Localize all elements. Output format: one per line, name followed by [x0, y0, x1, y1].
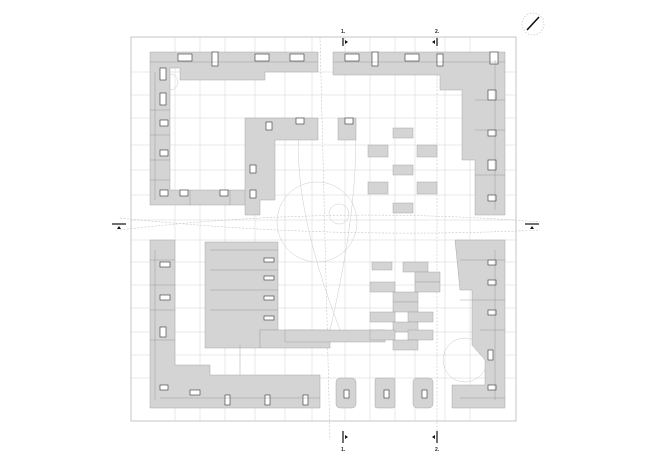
north-arrow-icon: [521, 12, 545, 36]
axis-lines: [119, 36, 541, 441]
site-boundary-frame: [130, 36, 517, 422]
section-marker-left: [112, 223, 126, 229]
section-marker-2-bottom: [432, 431, 438, 443]
section-label-1-bottom: 1.: [341, 447, 346, 453]
section-label-2-top: 2.: [435, 29, 440, 35]
block-ne: [332, 51, 506, 216]
section-marker-1-bottom: [342, 431, 348, 443]
building-blocks: [149, 51, 506, 409]
interior-walls: [150, 60, 505, 400]
grid-lines: [131, 37, 516, 421]
section-label-1-top: 1.: [341, 29, 346, 35]
block-se: [451, 239, 506, 409]
central-plaza: [161, 73, 488, 383]
section-label-2-bottom: 2.: [435, 447, 440, 453]
block-nw-inner: [244, 117, 319, 216]
block-sw: [149, 239, 321, 409]
section-marker-right: [525, 223, 539, 229]
cores: [159, 51, 499, 406]
section-marker-1-top: [342, 38, 348, 46]
section-marker-2-top: [432, 38, 438, 46]
